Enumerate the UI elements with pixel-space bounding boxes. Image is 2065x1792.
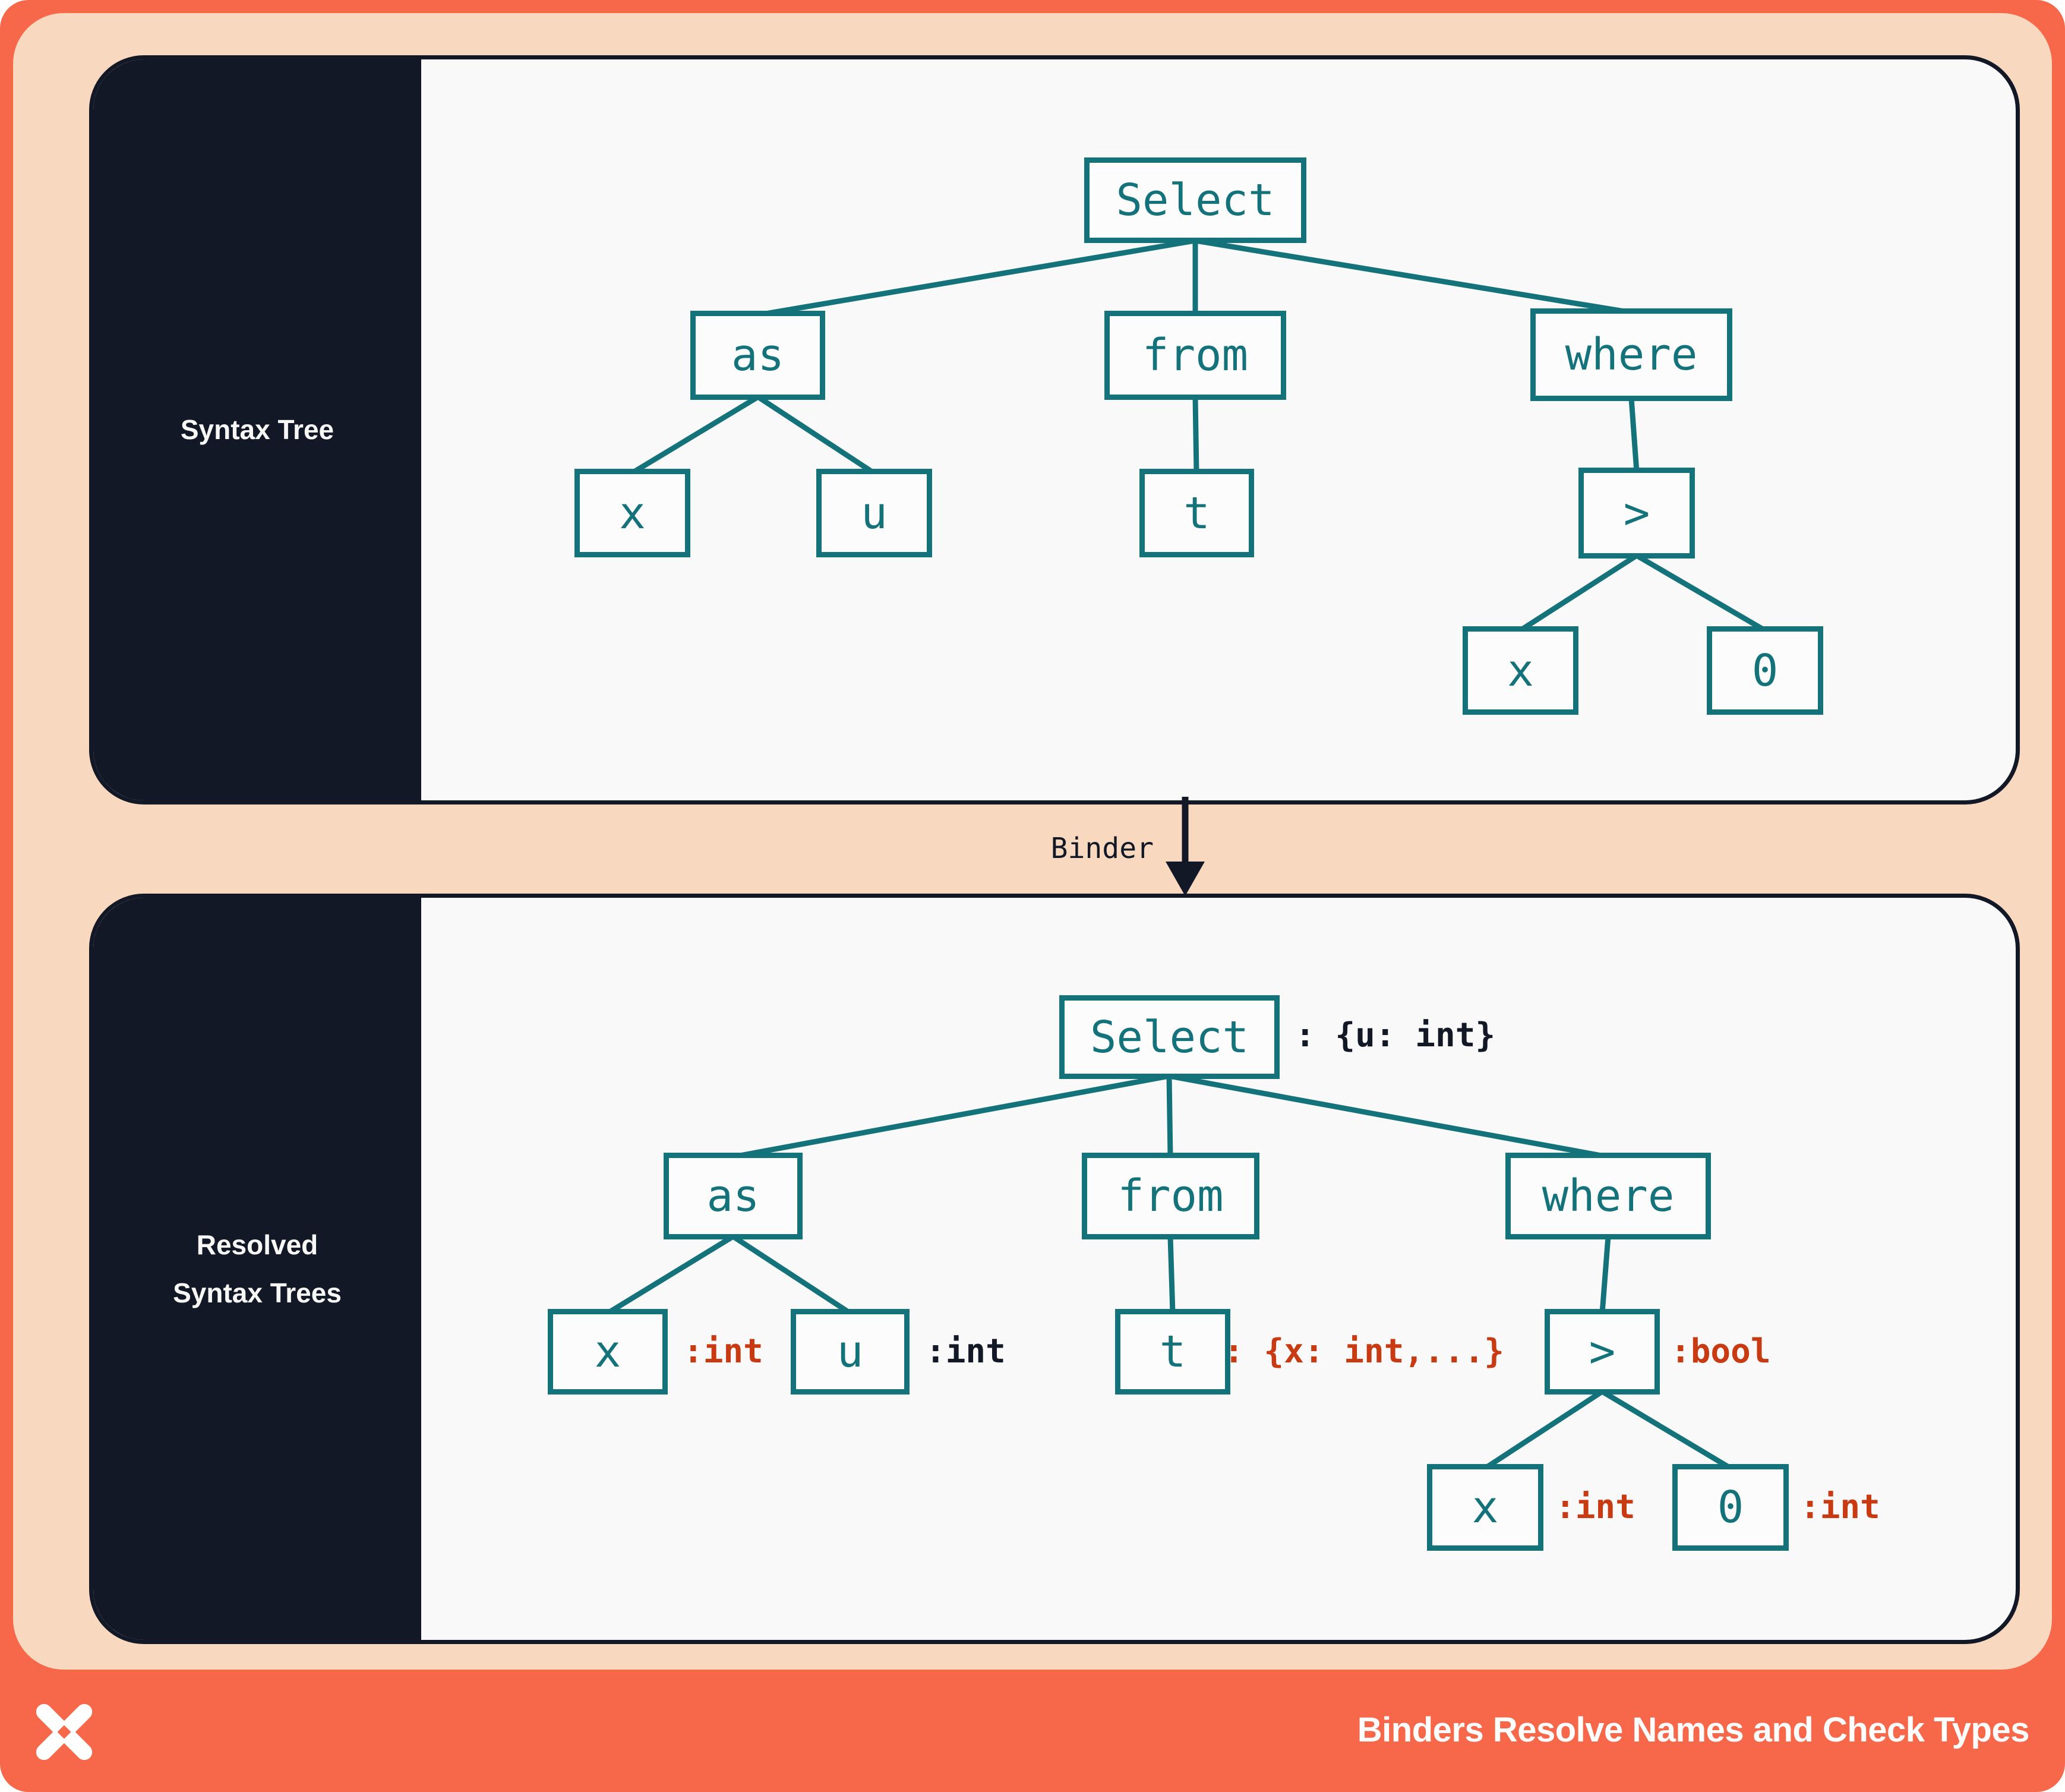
tree2-node-u: u <box>791 1309 910 1395</box>
binder-arrow <box>1166 797 1205 896</box>
panel-resolved-syntax-trees: Resolved Syntax Trees <box>89 894 2020 1644</box>
footer-title: Binders Resolve Names and Check Types <box>1357 1711 2030 1749</box>
type-annotation-u: :int <box>926 1332 1006 1371</box>
panel-syntax-tree: Syntax Tree <box>89 55 2020 804</box>
tree2-node-x: x <box>548 1309 668 1395</box>
tree-edges-bottom <box>606 1073 1732 1471</box>
tree2-node-where: where <box>1505 1153 1711 1239</box>
tree1-node-t: t <box>1139 469 1254 557</box>
binder-label: Binder <box>1050 832 1154 865</box>
tree2-node-x2: x <box>1427 1464 1543 1551</box>
tree1-node-x2: x <box>1463 626 1578 715</box>
tree1-node-gt: > <box>1578 468 1695 559</box>
type-annotation-select: : {u: int} <box>1295 1016 1496 1055</box>
tree2-node-select: Select <box>1059 995 1280 1079</box>
tree1-node-where: where <box>1530 308 1732 401</box>
tree2-node-from: from <box>1082 1153 1259 1239</box>
tree2-node-t: t <box>1115 1309 1230 1395</box>
tree1-node-x: x <box>574 469 690 557</box>
tree1-node-select: Select <box>1084 157 1306 243</box>
tree2-node-as: as <box>664 1153 803 1239</box>
type-annotation-gt: :bool <box>1671 1332 1771 1371</box>
tree-edges-top <box>630 238 1767 633</box>
tree2-node-gt: > <box>1545 1309 1660 1395</box>
type-annotation-t: : {x: int,...} <box>1224 1332 1505 1371</box>
tree2-node-zero: 0 <box>1672 1464 1789 1551</box>
tree1-node-u: u <box>816 469 932 557</box>
sidebar-resolved-syntax-trees: Resolved Syntax Trees <box>93 898 421 1640</box>
type-annotation-x: :int <box>683 1332 763 1371</box>
type-annotation-zero: :int <box>1800 1488 1880 1526</box>
tree1-node-from: from <box>1104 311 1286 400</box>
panel-title: Syntax Tree <box>180 414 334 446</box>
tree1-node-zero: 0 <box>1707 626 1823 715</box>
tree1-node-as: as <box>690 311 825 400</box>
pinwheel-x-logo-icon <box>36 1703 93 1761</box>
panel-title: Resolved Syntax Trees <box>173 1229 342 1308</box>
sidebar-syntax-tree: Syntax Tree <box>93 59 421 800</box>
type-annotation-x2: :int <box>1555 1488 1635 1526</box>
